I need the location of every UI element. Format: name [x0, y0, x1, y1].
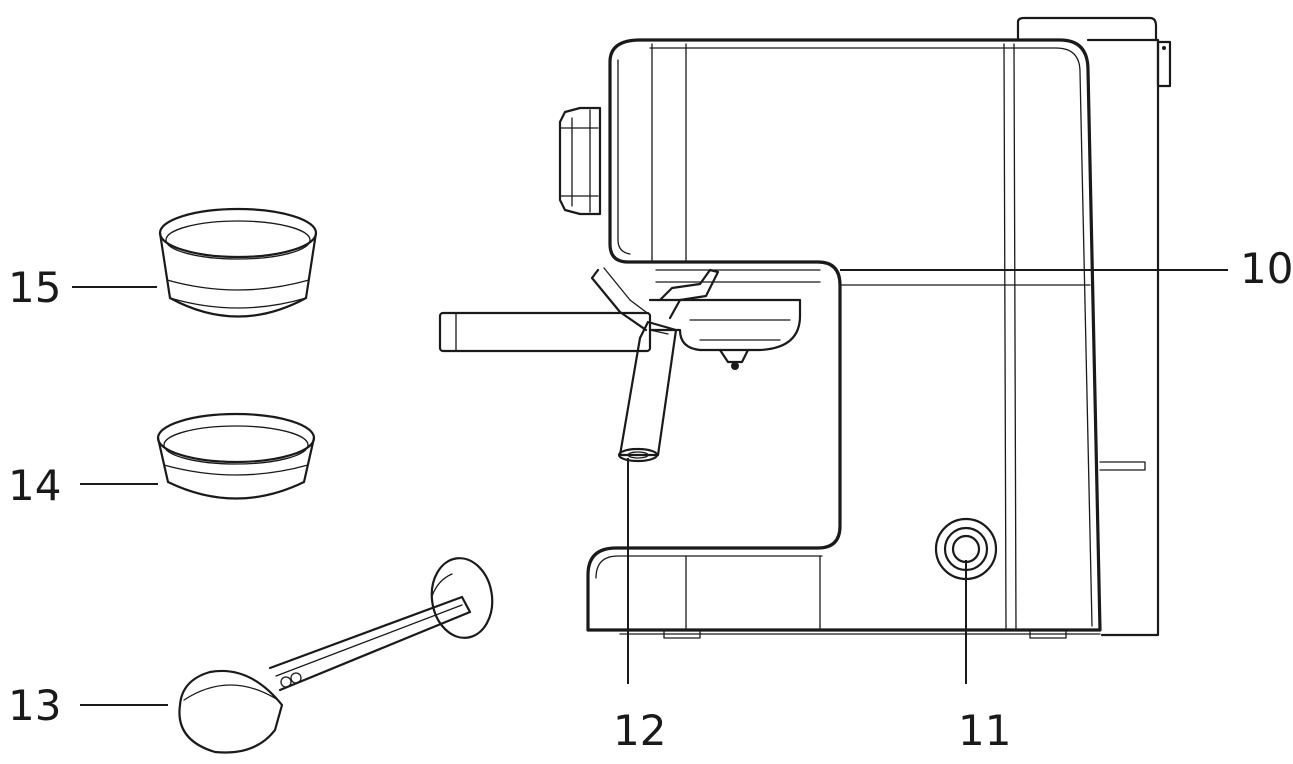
- steam-wand: [590, 267, 720, 463]
- filter-basket-small: [156, 412, 316, 500]
- leader-lines: [72, 269, 1228, 706]
- callout-12: 12: [613, 706, 666, 755]
- filter-basket-large: [158, 207, 318, 318]
- espresso-machine: [438, 16, 1172, 639]
- measuring-spoon-tamper: [178, 557, 494, 754]
- callout-10: 10: [1240, 244, 1293, 293]
- callout-11: 11: [958, 706, 1011, 755]
- callout-14: 14: [8, 461, 61, 510]
- callout-13: 13: [8, 681, 61, 730]
- water-tank: [1016, 16, 1158, 42]
- callout-15: 15: [8, 263, 61, 312]
- machine-housing: [586, 38, 1102, 632]
- portafilter: [438, 269, 821, 370]
- selector-knob: [558, 106, 602, 216]
